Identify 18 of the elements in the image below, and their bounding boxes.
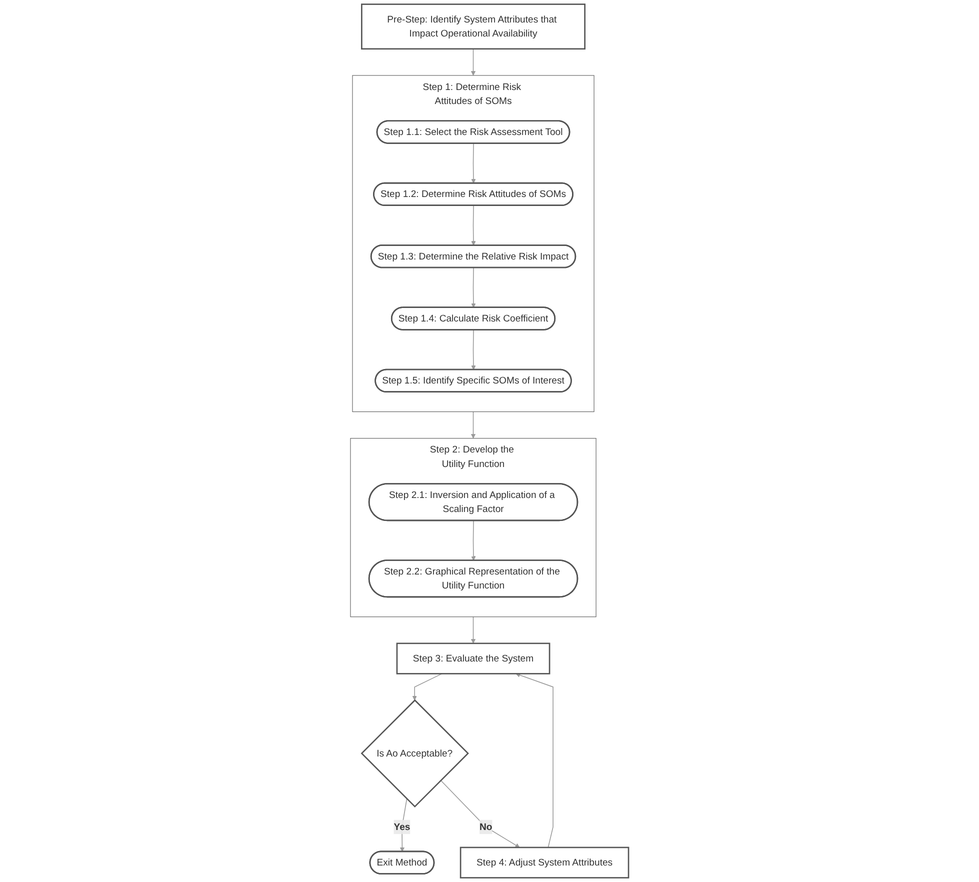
node-box: Pre-Step: Identify System Attributes that Impact Operational Availability: [361, 4, 586, 50]
arrow: [412, 673, 442, 700]
node-diamond: Is Ao Acceptable?: [360, 699, 469, 808]
node-box: Step 4: Adjust System Attributes: [460, 846, 630, 878]
arrow: [470, 411, 476, 439]
edge-label: No: [480, 821, 492, 832]
arrow: [470, 48, 476, 76]
arrow: [471, 205, 476, 246]
node-box: Step 3: Evaluate the System: [396, 642, 550, 674]
arrow: [400, 798, 408, 852]
arrow: [471, 143, 476, 184]
arrow: [470, 616, 476, 644]
arrow: [516, 672, 554, 848]
arrow: [471, 520, 476, 561]
arrow: [471, 267, 476, 308]
edge-label: Yes: [394, 821, 410, 832]
arrow: [471, 330, 476, 370]
arrow: [440, 780, 520, 848]
